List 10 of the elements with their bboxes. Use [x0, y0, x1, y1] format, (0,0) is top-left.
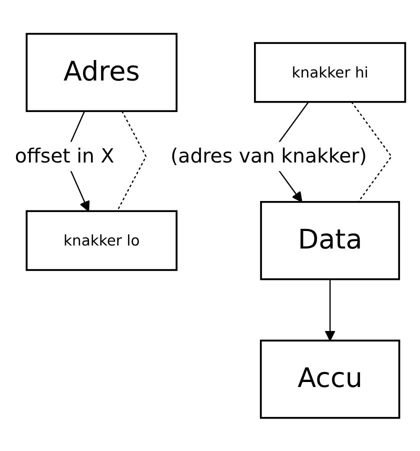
edge-label: offset in X: [14, 144, 114, 168]
node-box: Adres: [26, 32, 178, 112]
edge-label: (adres van knakker): [170, 144, 367, 168]
connector: [351, 101, 392, 202]
node-box: Accu: [260, 339, 400, 418]
node-box: knakker hi: [254, 42, 406, 102]
arrow: [324, 278, 336, 341]
node-box: Data: [260, 200, 400, 280]
node-box: knakker lo: [26, 210, 178, 271]
connector: [116, 110, 147, 212]
